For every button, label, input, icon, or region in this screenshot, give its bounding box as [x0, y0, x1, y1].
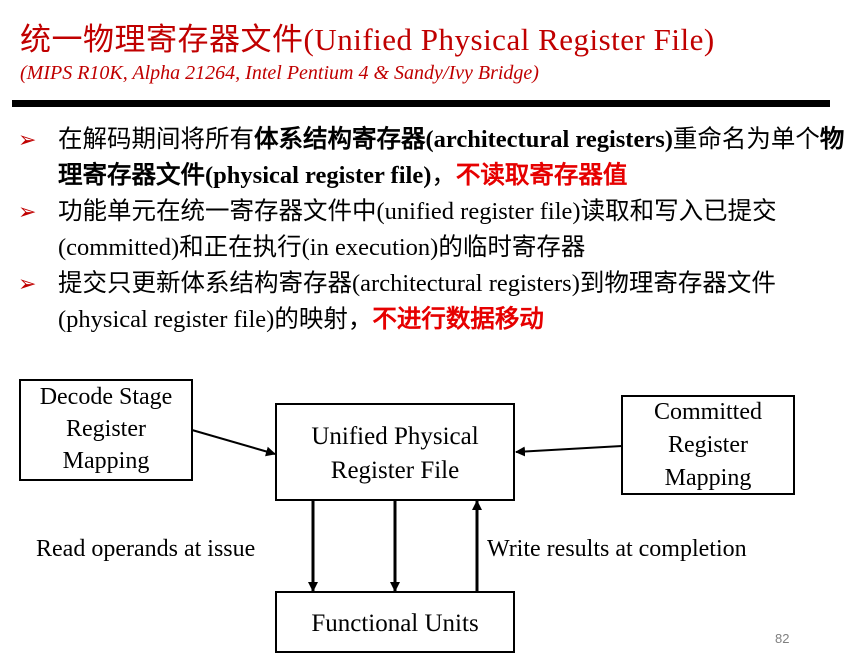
bullet-text-bold: 体系结构寄存器(architectural registers): [254, 126, 673, 153]
arrow-bullet-icon: ➢: [18, 127, 37, 152]
decode-box-line-1: Decode Stage: [40, 384, 173, 410]
arrow-bullet-icon: ➢: [18, 199, 37, 224]
slide-title: 统一物理寄存器文件(Unified Physical Register File…: [20, 22, 715, 57]
bullet-text: 重命名为单个: [672, 126, 820, 153]
bullet-item-2: ➢ 功能单元在统一寄存器文件中(unified register file)读取…: [18, 194, 853, 266]
committed-box-line-1: Committed: [654, 399, 762, 425]
bullet-text: 提交只更新体系结构寄存器(architectural registers)到物理…: [58, 270, 776, 333]
bullet-text: 功能单元在统一寄存器文件中(unified register file)读取和写…: [58, 198, 777, 261]
bullet-text-bold: 物理寄存器文件(physical register file): [58, 126, 845, 189]
decode-box-line-3: Mapping: [63, 448, 150, 474]
bullet-text-highlight: 不读取寄存器值: [455, 162, 628, 189]
register-file-diagram: Decode Stage Register Mapping Unified Ph…: [19, 379, 795, 653]
decode-to-file-arrow: [191, 429, 276, 457]
write-results-label: Write results at completion: [487, 536, 747, 562]
bullet-list: ➢ 在解码期间将所有体系结构寄存器(architectural register…: [18, 122, 853, 338]
unified-box-line-2: Register File: [331, 457, 459, 484]
bullet-text: ，: [431, 162, 456, 189]
arrow-bullet-icon: ➢: [18, 271, 37, 296]
read-operands-label: Read operands at issue: [36, 536, 255, 562]
decode-box-line-2: Register: [66, 416, 146, 442]
unified-box-line-1: Unified Physical: [311, 423, 478, 450]
decode-stage-box: Decode Stage Register Mapping: [19, 379, 193, 481]
bullet-item-1: ➢ 在解码期间将所有体系结构寄存器(architectural register…: [18, 122, 853, 194]
committed-to-file-arrow: [515, 445, 623, 457]
unified-register-file-box: Unified Physical Register File: [275, 403, 515, 501]
committed-box-line-3: Mapping: [665, 465, 752, 491]
committed-box-line-2: Register: [668, 432, 748, 458]
committed-mapping-box: Committed Register Mapping: [621, 395, 795, 495]
slide-subtitle: (MIPS R10K, Alpha 21264, Intel Pentium 4…: [20, 62, 539, 84]
bullet-text-highlight: 不进行数据移动: [372, 306, 544, 333]
functional-units-label: Functional Units: [311, 610, 478, 637]
functional-units-box: Functional Units: [275, 591, 515, 653]
bullet-item-3: ➢ 提交只更新体系结构寄存器(architectural registers)到…: [18, 266, 853, 338]
page-number: 82: [775, 631, 790, 646]
bullet-text: 在解码期间将所有: [58, 126, 254, 153]
title-divider: [12, 100, 830, 107]
